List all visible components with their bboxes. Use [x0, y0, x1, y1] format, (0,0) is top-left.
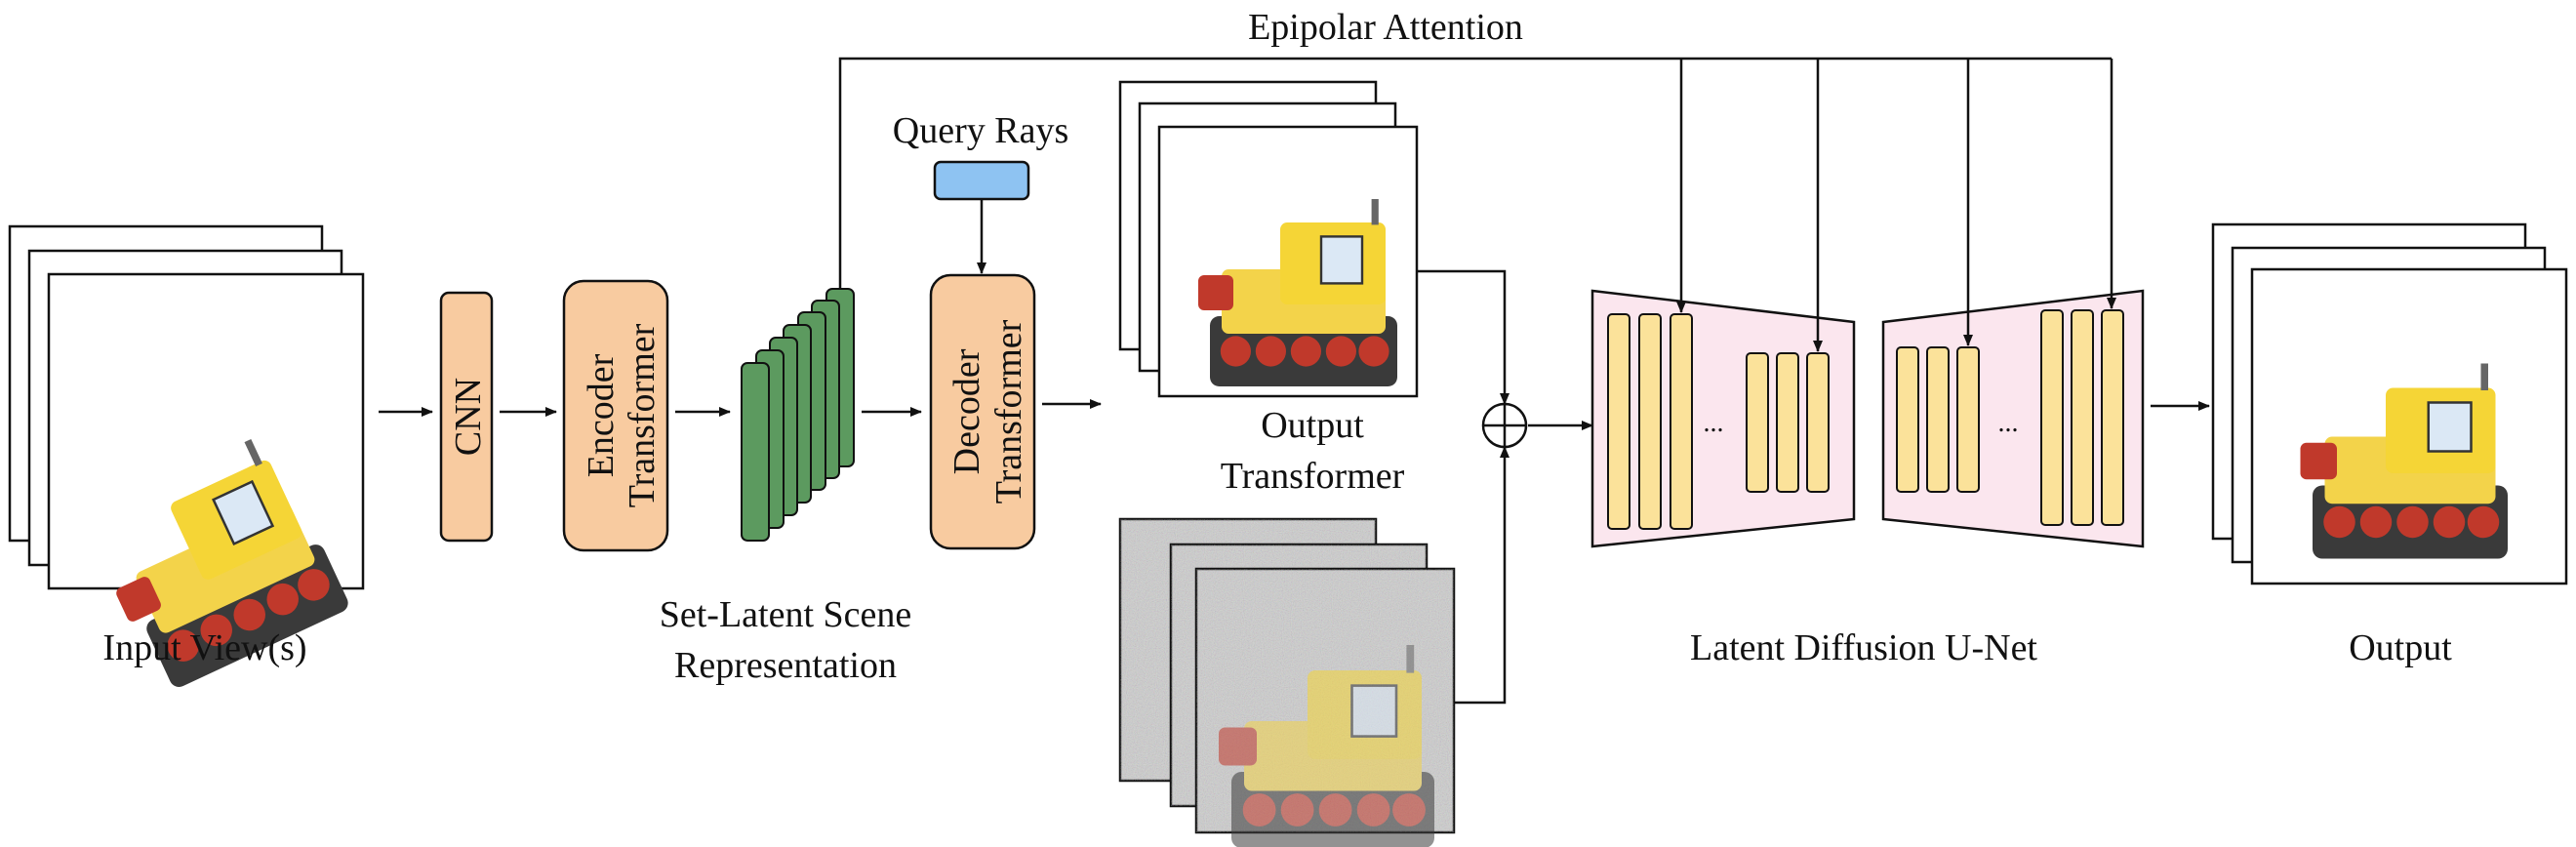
cnn-block [439, 291, 494, 543]
decoder-transformer-block [929, 273, 1036, 550]
decoder-label-1: Decoder [946, 348, 987, 474]
output-transformer-label-1: Output [1261, 405, 1364, 446]
query-rays-block [933, 160, 1030, 201]
arrow-output-sum [1417, 269, 1509, 405]
set-latent-stack [741, 288, 855, 542]
output-transformer-label-2: Transformer [1220, 456, 1405, 497]
latent-diffusion-label: Latent Diffusion U-Net [1690, 627, 2037, 668]
encoder-transformer-block [562, 279, 669, 552]
encoder-label-1: Encoder [581, 353, 622, 477]
input-view-image [47, 272, 365, 590]
epipolar-attention-title: Epipolar Attention [1248, 7, 1523, 48]
unet-decoder-bars [1896, 309, 2124, 526]
epipolar-attention-lines [838, 57, 2116, 352]
set-latent-label-2: Representation [674, 645, 897, 686]
set-latent-label-1: Set-Latent Scene [659, 594, 912, 635]
unet-decoder-ellipsis: ... [1998, 408, 2019, 438]
noise-stack [1118, 517, 1456, 847]
unet-encoder-ellipsis: ... [1704, 408, 1724, 438]
cnn-label: CNN [448, 378, 489, 456]
decoder-label-2: Transformer [988, 319, 1029, 504]
output-transformer-stack [1118, 80, 1419, 398]
input-views-stack [8, 224, 365, 697]
encoder-label-2: Transformer [622, 323, 663, 507]
query-rays-label: Query Rays [892, 110, 1069, 151]
output-label: Output [2349, 627, 2452, 668]
unet-encoder-bars [1607, 313, 1830, 530]
output-stack [2211, 222, 2568, 585]
input-views-label: Input View(s) [102, 627, 307, 668]
arrow-noise-sum [1454, 446, 1509, 705]
sum-node [1481, 402, 1528, 449]
